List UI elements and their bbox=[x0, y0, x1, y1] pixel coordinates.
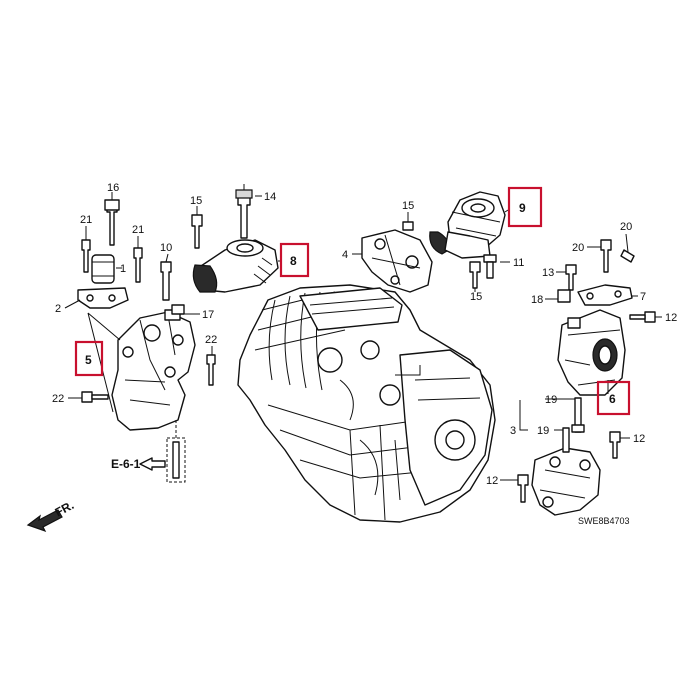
leader-lines bbox=[64, 184, 662, 481]
stud-reference-e-6-1 bbox=[139, 420, 186, 483]
callout-labels: 16 21 21 1 2 10 15 14 17 22 22 5 8 4 15 … bbox=[52, 182, 677, 487]
mount-part-6 bbox=[557, 239, 656, 396]
reference-label: E-6-1 bbox=[111, 457, 141, 471]
callout-21-left: 21 bbox=[80, 214, 92, 226]
front-direction-arrow bbox=[26, 509, 63, 533]
callout-4: 4 bbox=[342, 249, 348, 261]
mount-part-3-bracket bbox=[517, 397, 621, 516]
callout-21-right: 21 bbox=[132, 224, 144, 236]
mount-part-8 bbox=[192, 189, 279, 293]
callout-16: 16 bbox=[107, 182, 119, 194]
callout-10: 10 bbox=[160, 242, 172, 254]
callout-11: 11 bbox=[513, 257, 524, 269]
mount-part-4-bracket bbox=[361, 221, 433, 293]
callout-8: 8 bbox=[290, 254, 297, 268]
callout-1: 1 bbox=[120, 263, 126, 275]
callout-6: 6 bbox=[609, 392, 616, 406]
callout-22-left: 22 bbox=[52, 393, 64, 405]
callout-3: 3 bbox=[510, 425, 516, 437]
mount-part-1-group bbox=[77, 199, 143, 309]
highlight-box-part-5 bbox=[74, 340, 104, 377]
highlight-box-part-9 bbox=[507, 186, 543, 228]
callout-19-upper: 19 bbox=[545, 394, 557, 406]
callout-15-right: 15 bbox=[470, 291, 482, 303]
callout-22-right: 22 bbox=[205, 334, 217, 346]
callout-18: 18 bbox=[531, 294, 543, 306]
callout-7: 7 bbox=[640, 291, 646, 303]
highlight-box-part-8 bbox=[279, 242, 310, 278]
callout-9: 9 bbox=[519, 201, 526, 215]
mount-part-5-bracket bbox=[81, 214, 216, 431]
callout-20-mid: 20 bbox=[572, 242, 584, 254]
callout-14: 14 bbox=[264, 191, 276, 203]
engine-assembly-illustration bbox=[237, 284, 496, 523]
callout-12-right: 12 bbox=[665, 312, 677, 324]
callout-2: 2 bbox=[55, 303, 61, 315]
callout-15-center: 15 bbox=[402, 200, 414, 212]
callout-12-lower-left: 12 bbox=[486, 475, 498, 487]
drawing-code: SWE8B4703 bbox=[578, 516, 630, 526]
callout-12-lower-right: 12 bbox=[633, 433, 645, 445]
callout-5: 5 bbox=[85, 353, 92, 367]
callout-17: 17 bbox=[202, 309, 214, 321]
callout-15-left: 15 bbox=[190, 195, 202, 207]
mount-part-9 bbox=[429, 191, 506, 289]
highlight-box-part-6 bbox=[596, 380, 631, 416]
callout-13: 13 bbox=[542, 267, 554, 279]
callout-19-lower: 19 bbox=[537, 425, 549, 437]
callout-20-top: 20 bbox=[620, 221, 632, 233]
